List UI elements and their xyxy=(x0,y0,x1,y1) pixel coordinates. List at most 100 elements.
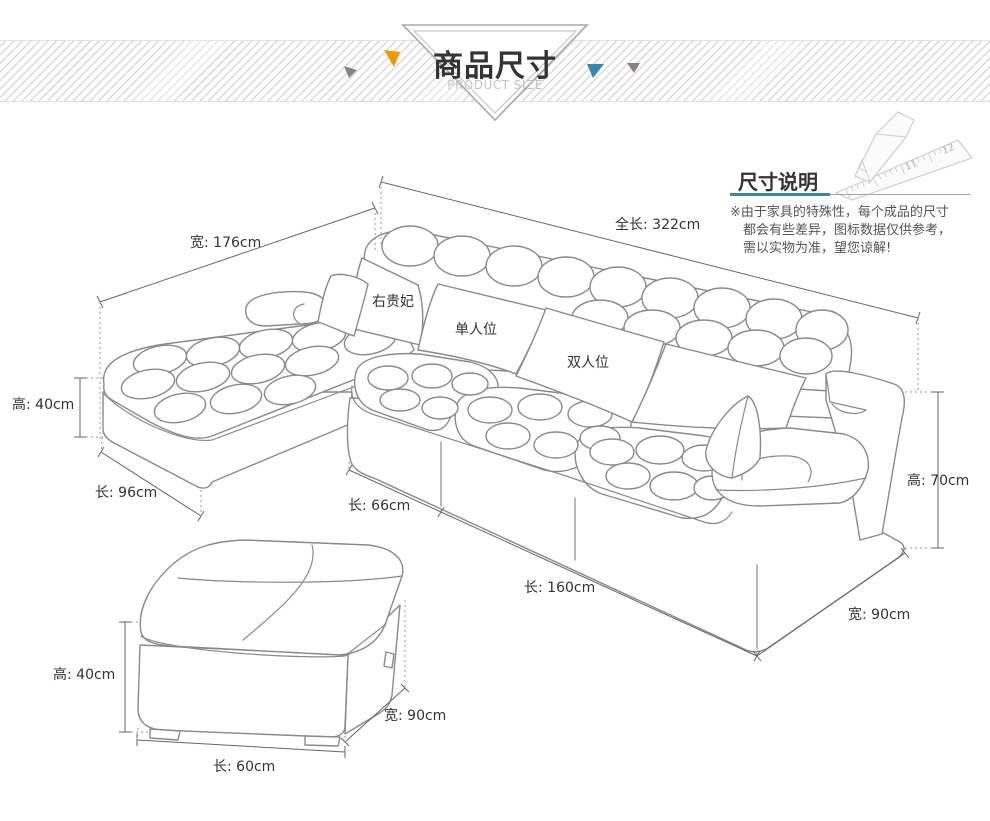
dim-ext-ottoman-length xyxy=(136,727,139,741)
small-pillow-right xyxy=(705,395,762,479)
pillow-label-single-seat: 单人位 xyxy=(455,322,497,338)
ruler-tick xyxy=(911,159,915,165)
seat-tuft xyxy=(589,438,635,466)
back-tuft xyxy=(537,256,595,298)
ruler-tick xyxy=(845,188,851,199)
seat-tuft xyxy=(635,435,685,465)
chaise-tuft xyxy=(153,392,207,424)
dim-line-ottoman-height xyxy=(119,621,131,733)
small-pillow-left xyxy=(317,273,369,337)
headrest-curl xyxy=(293,303,305,325)
pencil-tip xyxy=(854,133,907,183)
ruler-tick xyxy=(850,186,854,192)
pillow-label-double-seat: 双人位 xyxy=(567,355,609,371)
dim-ext-total-length xyxy=(380,182,919,390)
ruler-tick xyxy=(944,145,948,151)
sofa-base-seams xyxy=(440,441,758,649)
dim-label-chaise-height: 高: 40cm xyxy=(12,397,75,413)
armrest-inner-edge xyxy=(825,373,867,414)
seat-front-piping xyxy=(351,385,733,525)
dim-ext-chaise-length xyxy=(100,431,202,516)
dim-label-chaise-width: 宽: 176cm xyxy=(190,235,262,251)
dim-label-double-length: 长: 160cm xyxy=(524,580,596,596)
ruler-tick xyxy=(889,169,893,175)
seat-tuft xyxy=(451,372,489,396)
page-title: 商品尺寸 xyxy=(433,49,557,84)
ruler-tick xyxy=(872,176,878,187)
ottoman-top-cushion xyxy=(139,539,404,656)
size-note-line: 都会有些差异，图标数据仅供参考， xyxy=(743,223,952,238)
dim-label-ottoman-length: 长: 60cm xyxy=(213,759,276,775)
back-tuft xyxy=(485,245,543,287)
dim-label-single-length: 长: 66cm xyxy=(348,498,411,514)
seat-tuft xyxy=(485,422,531,450)
seat-tuft xyxy=(379,388,421,412)
ottoman-foot-right xyxy=(304,735,341,747)
ruler-tick xyxy=(900,164,906,175)
ruler-tick xyxy=(922,155,926,161)
chaise-tuft xyxy=(120,368,176,400)
dim-label-back-height: 高: 70cm xyxy=(907,473,970,489)
decor-triangle-gray-left xyxy=(344,66,357,78)
small-pillow-right-fold xyxy=(731,395,749,479)
ruler-tick xyxy=(916,157,920,163)
sofa-drawing xyxy=(102,225,906,653)
seat-tuft xyxy=(649,471,699,501)
chaise-tuft xyxy=(263,374,317,406)
decor-triangle-orange xyxy=(384,50,400,67)
ruler-tick xyxy=(905,162,909,168)
size-note-line: 需以实物为准，望您谅解! xyxy=(743,241,892,256)
ottoman-side-face xyxy=(344,604,401,735)
header-triangle-badge xyxy=(344,24,640,122)
back-tuft xyxy=(433,235,491,277)
ruler-tick xyxy=(856,183,860,189)
pencil-ruler-icon xyxy=(834,111,973,201)
seat-tuft xyxy=(421,396,459,420)
dim-line-ottoman-length xyxy=(136,734,346,758)
ruler-tick xyxy=(878,174,882,180)
chaise-tuft xyxy=(230,353,286,385)
ottoman-top-seams xyxy=(177,544,403,641)
right-back-pillow xyxy=(631,343,807,430)
ruler-ticks xyxy=(845,143,953,199)
chaise-tuft xyxy=(175,361,231,393)
ottoman-front-face xyxy=(137,644,349,738)
header-triangle-outer xyxy=(401,24,589,122)
seat-tuft xyxy=(467,396,513,424)
size-note-divider-accent xyxy=(730,193,830,196)
dim-ext-chaise-width xyxy=(99,208,376,440)
ruler-tick xyxy=(927,152,933,163)
seat-tuft xyxy=(367,365,409,391)
ottoman-handle xyxy=(383,651,395,669)
dimension-lines xyxy=(74,175,944,758)
seat-tuft xyxy=(533,431,579,459)
dim-label-sofa-depth: 宽: 90cm xyxy=(848,607,911,623)
headrest-pillow xyxy=(245,290,328,327)
chaise-piping xyxy=(103,385,357,442)
page-subtitle: PRODUCT SIZE xyxy=(447,78,543,92)
ruler-tick xyxy=(861,181,865,187)
chaise-tufts xyxy=(120,321,397,424)
dim-ext-ottoman-height xyxy=(131,621,150,733)
size-note-line: ※由于家具的特殊性，每个成品的尺寸 xyxy=(730,205,949,220)
seat-tuft xyxy=(605,462,651,490)
chaise-tuft xyxy=(209,383,263,415)
ottoman-drawing xyxy=(137,539,404,747)
dim-ext-back-height xyxy=(905,391,932,549)
seat-tuft xyxy=(517,393,563,421)
ottoman-piping xyxy=(140,623,387,658)
dim-line-back-height xyxy=(932,391,944,549)
ruler-tick xyxy=(938,148,942,154)
chaise-tuft xyxy=(284,345,340,377)
dim-label-ottoman-width: 宽: 90cm xyxy=(384,708,447,724)
seat-tuft xyxy=(411,363,453,389)
dim-ext-ottoman-width xyxy=(344,600,406,742)
size-note-divider xyxy=(730,194,970,195)
dim-line-chaise-height xyxy=(74,377,86,438)
decor-triangle-gray-right xyxy=(627,63,640,73)
dim-ext-single-length xyxy=(348,462,442,512)
dim-label-ottoman-height: 高: 40cm xyxy=(53,667,116,683)
size-note-title: 尺寸说明 xyxy=(738,170,818,194)
